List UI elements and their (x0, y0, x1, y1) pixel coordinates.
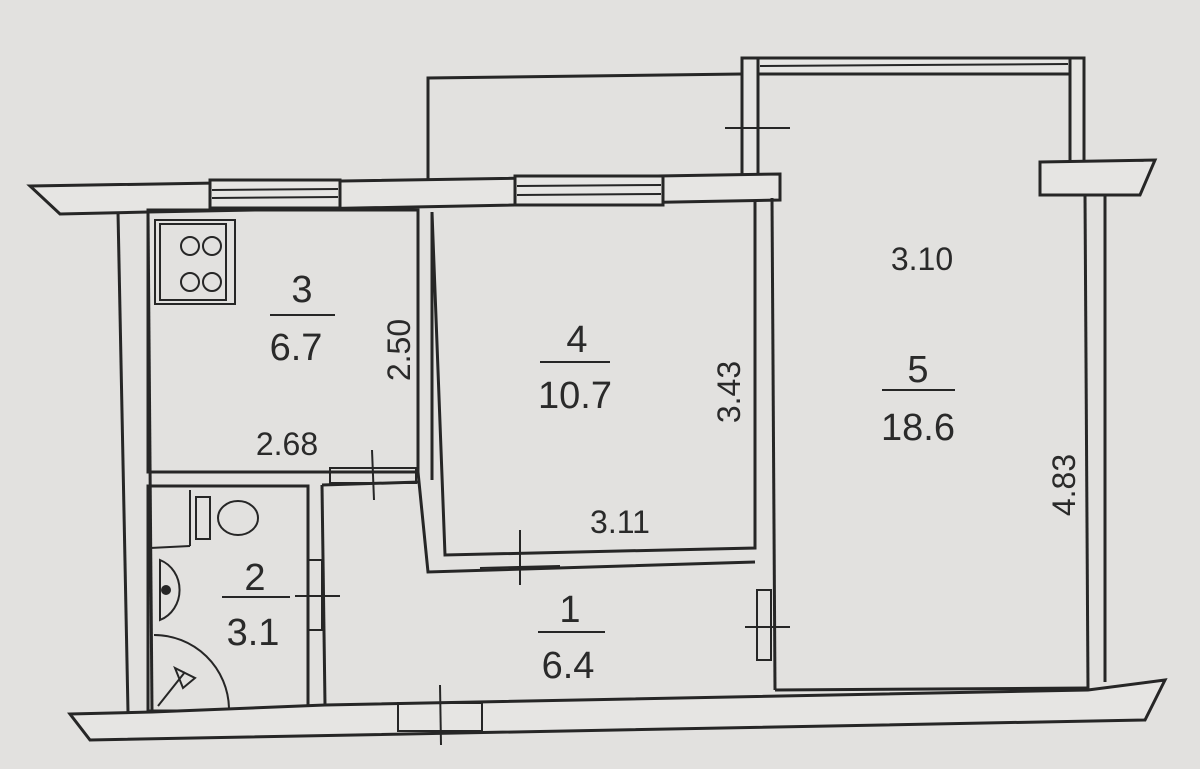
window-kitchen (208, 178, 342, 210)
toilet-icon (149, 490, 259, 549)
dimension-label: 3.10 (891, 241, 953, 277)
kitchen-outline (146, 208, 420, 474)
room-number: 4 (566, 319, 587, 361)
room4-outline (430, 200, 757, 557)
room-area: 6.4 (542, 645, 595, 687)
window-room4 (513, 174, 665, 207)
loggia-right-post (1068, 56, 1086, 164)
dimension-label: 2.50 (381, 319, 417, 381)
left-outer-wall (116, 211, 130, 713)
fixtures (149, 219, 259, 709)
sink-icon (159, 558, 181, 622)
stove-icon (154, 219, 236, 305)
shower-icon (153, 634, 230, 709)
room-labels: 3 6.7 4 10.7 5 18.6 2 3.1 1 6.4 (222, 269, 955, 687)
room-number: 1 (559, 589, 580, 631)
dimension-label: 4.83 (1046, 454, 1082, 516)
dimension-labels: 2.68 2.50 3.11 3.43 3.10 4.83 (256, 241, 1082, 540)
room-area: 10.7 (538, 375, 612, 417)
room-number: 2 (244, 557, 265, 599)
walls (26, 56, 1168, 746)
bathroom-outline (146, 484, 310, 713)
loggia-ledge (1038, 158, 1158, 197)
room-number: 3 (291, 269, 312, 311)
room-area: 6.7 (270, 327, 323, 369)
room-number: 5 (907, 349, 928, 391)
dimension-label: 2.68 (256, 426, 318, 462)
room-area: 18.6 (881, 407, 955, 449)
balcony-outline (426, 72, 743, 182)
room-area: 3.1 (227, 612, 280, 654)
dimension-label: 3.43 (711, 361, 747, 423)
dimension-label: 3.11 (590, 504, 650, 540)
top-outer-wall (26, 172, 782, 216)
bottom-outer-wall (67, 678, 1168, 742)
